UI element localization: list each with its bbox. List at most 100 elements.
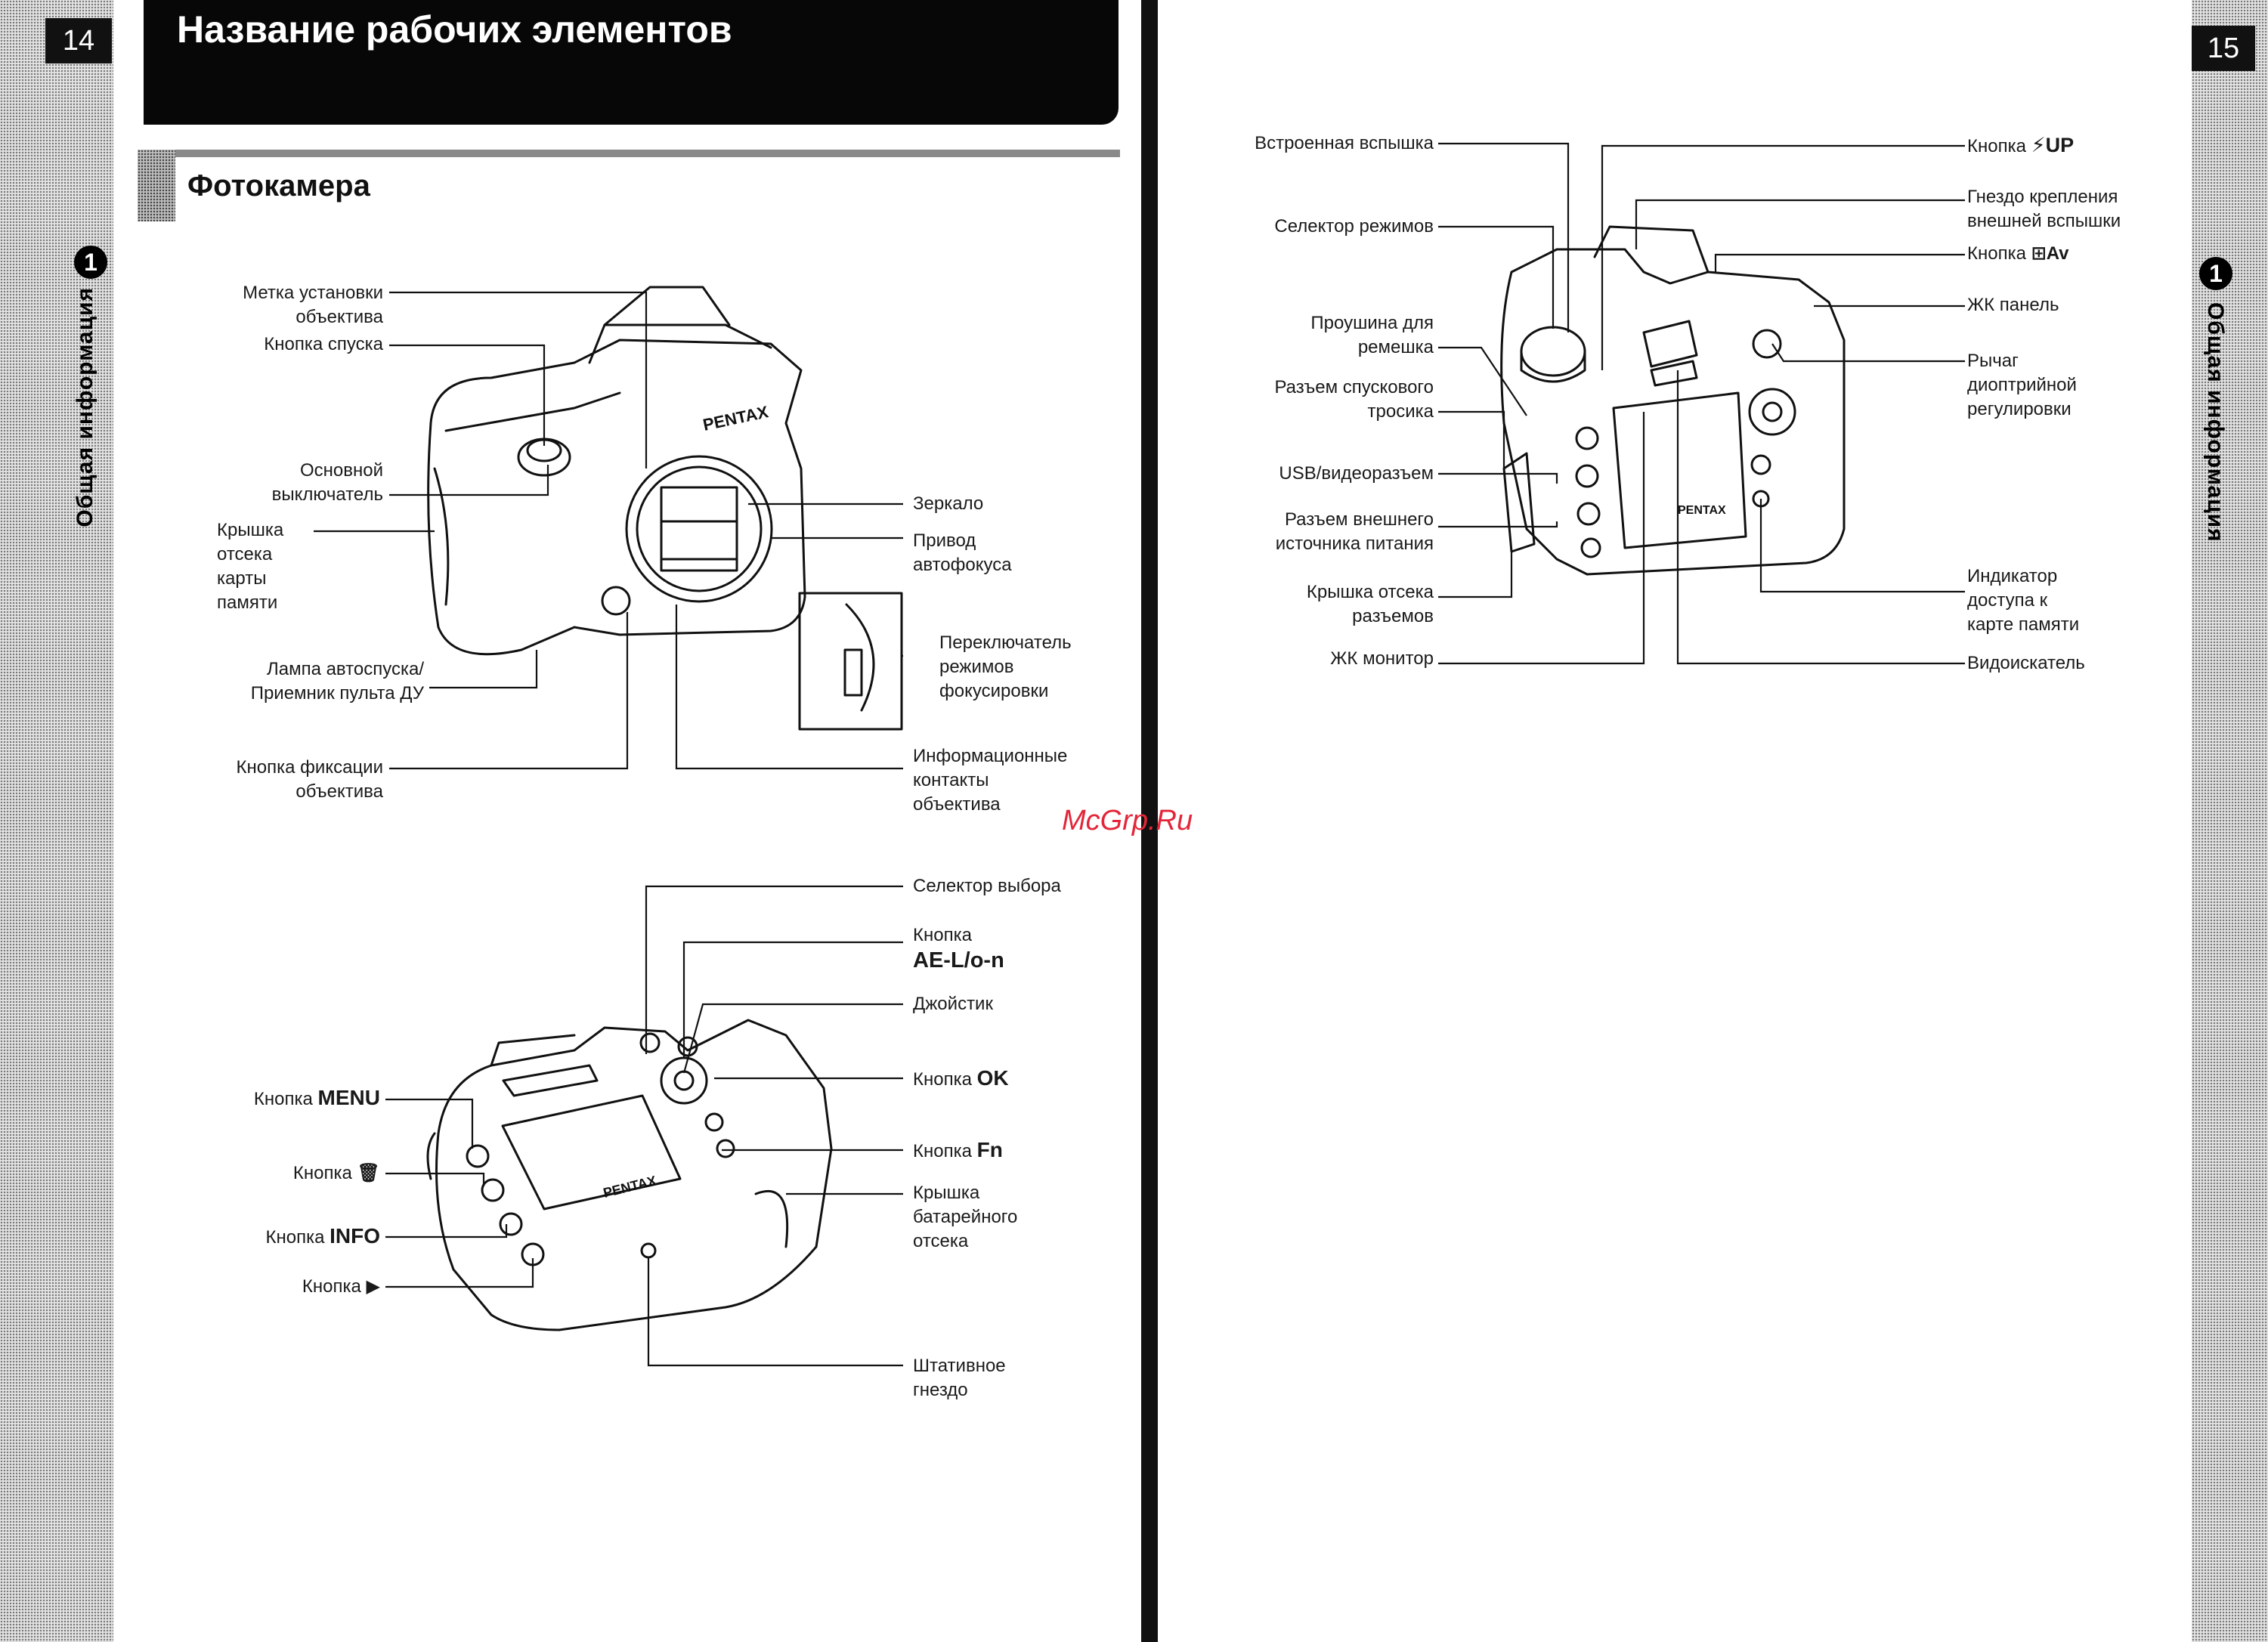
label-info-button: Кнопка INFO bbox=[265, 1224, 380, 1250]
label-line: Гнездо крепления bbox=[1967, 187, 2118, 207]
section-marker bbox=[138, 150, 175, 221]
label-prefix: Кнопка bbox=[913, 1141, 977, 1161]
label-usb-video: USB/видеоразъем bbox=[1279, 463, 1434, 484]
label-line: тросика bbox=[1367, 401, 1434, 422]
watermark: McGrp.Ru bbox=[1062, 805, 1193, 836]
label-line: внешней вспышки bbox=[1967, 211, 2121, 231]
label-lens-mount-index: Метка установки объектива bbox=[243, 281, 383, 329]
label-tripod-socket: Штативное гнездо bbox=[913, 1354, 1006, 1402]
label-line: выключатель bbox=[271, 484, 383, 505]
chapter-badge-left: 1 bbox=[74, 246, 107, 279]
focus-mode-inset bbox=[798, 592, 903, 731]
label-lcd-panel: ЖК панель bbox=[1967, 295, 2059, 315]
label-key: Fn bbox=[976, 1138, 1003, 1161]
label-fn-button: Кнопка Fn bbox=[913, 1138, 1003, 1164]
back-camera-drawing: PENTAX bbox=[426, 1019, 833, 1331]
label-ok-button: Кнопка OK bbox=[913, 1066, 1009, 1092]
label-terminal-cover: Крышка отсека разъемов bbox=[1307, 580, 1434, 629]
label-line: карте памяти bbox=[1967, 614, 2080, 635]
label-focus-mode-lever: Переключатель режимов фокусировки bbox=[939, 631, 1072, 703]
label-self-timer-lamp: Лампа автоспуска/ Приемник пульта ДУ bbox=[251, 657, 424, 706]
label-prefix: Кнопка bbox=[265, 1227, 330, 1248]
page-number-left: 14 bbox=[45, 18, 112, 63]
label-viewfinder: Видоискатель bbox=[1967, 653, 2085, 673]
label-line: Штативное bbox=[913, 1356, 1006, 1376]
label-af-coupler: Привод автофокуса bbox=[913, 529, 1012, 577]
label-key: OK bbox=[976, 1066, 1009, 1090]
label-line: диоптрийной bbox=[1967, 375, 2077, 395]
label-mode-dial: Селектор режимов bbox=[1274, 216, 1434, 237]
label-mirror: Зеркало bbox=[913, 493, 984, 514]
label-line: Лампа автоспуска/ bbox=[266, 659, 424, 679]
label-line: Приемник пульта ДУ bbox=[250, 683, 424, 703]
flash-icon: ⚡UP bbox=[2031, 134, 2075, 156]
label-line: Кнопка bbox=[913, 925, 972, 945]
label-line: Рычаг bbox=[1967, 351, 2019, 371]
label-command-dial: Селектор выбора bbox=[913, 876, 1061, 896]
label-line: Разъем спускового bbox=[1274, 377, 1434, 397]
label-card-cover: Крышка отсека карты памяти bbox=[217, 518, 283, 615]
playback-icon: ▶ bbox=[366, 1276, 380, 1297]
label-line: карты bbox=[217, 568, 267, 589]
label-diopter-lever: Рычаг диоптрийной регулировки bbox=[1967, 349, 2077, 422]
label-menu-button: Кнопка MENU bbox=[254, 1086, 380, 1112]
label-line: Индикатор bbox=[1967, 566, 2058, 586]
label-play-button: Кнопка ▶ bbox=[302, 1275, 380, 1299]
label-dc-input: Разъем внешнего источника питания bbox=[1276, 508, 1434, 556]
label-hot-shoe: Гнездо крепления внешней вспышки bbox=[1967, 185, 2121, 233]
label-prefix: Кнопка bbox=[913, 1069, 977, 1090]
label-line: гнездо bbox=[913, 1380, 968, 1400]
chapter-title-right: Общая информация bbox=[2203, 302, 2228, 543]
label-prefix: Кнопка bbox=[1967, 243, 2031, 264]
label-line: разъемов bbox=[1352, 606, 1434, 626]
section-title: Фотокамера bbox=[187, 169, 370, 203]
label-battery-cover: Крышка батарейного отсека bbox=[913, 1181, 1017, 1254]
label-line: ремешка bbox=[1357, 337, 1434, 357]
label-line: Метка установки bbox=[243, 283, 383, 303]
label-line: объектива bbox=[295, 781, 383, 802]
label-strap-lug: Проушина для ремешка bbox=[1310, 311, 1434, 360]
label-line: Информационные bbox=[913, 746, 1068, 766]
label-line: батарейного bbox=[913, 1207, 1018, 1227]
label-line: Переключатель bbox=[939, 632, 1072, 653]
label-cable-release: Разъем спускового тросика bbox=[1274, 376, 1434, 424]
label-prefix: Кнопка bbox=[302, 1276, 367, 1297]
label-line: объектива bbox=[295, 307, 383, 327]
label-av-button: Кнопка ⊞Av bbox=[1967, 242, 2069, 266]
section-rule bbox=[138, 150, 1120, 157]
svg-text:PENTAX: PENTAX bbox=[1678, 504, 1726, 517]
svg-text:PENTAX: PENTAX bbox=[701, 402, 770, 434]
label-shutter-release: Кнопка спуска bbox=[264, 334, 383, 354]
page-gutter bbox=[1141, 0, 1158, 1642]
label-line: Привод bbox=[913, 530, 976, 551]
label-key: MENU bbox=[317, 1086, 380, 1109]
label-line: памяти bbox=[217, 592, 278, 613]
label-joystick: Джойстик bbox=[913, 994, 993, 1014]
label-line: Крышка отсека bbox=[1306, 582, 1434, 602]
label-line: Основной bbox=[299, 460, 383, 481]
label-line: Разъем внешнего bbox=[1284, 509, 1434, 530]
page-number-right: 15 bbox=[2192, 26, 2255, 71]
label-line: источника питания bbox=[1275, 533, 1434, 554]
label-card-access-lamp: Индикатор доступа к карте памяти bbox=[1967, 564, 2079, 637]
label-line: Кнопка фиксации bbox=[236, 757, 383, 778]
label-line: доступа к bbox=[1967, 590, 2048, 611]
label-line: фокусировки bbox=[939, 681, 1049, 701]
label-key: INFO bbox=[330, 1224, 380, 1248]
label-line: регулировки bbox=[1967, 399, 2072, 419]
label-prefix: Кнопка bbox=[292, 1163, 357, 1183]
front-camera-drawing: PENTAX bbox=[427, 286, 806, 656]
label-line: отсека bbox=[217, 544, 273, 564]
label-line: отсека bbox=[913, 1231, 969, 1251]
page-title: Название рабочих элементов bbox=[177, 8, 732, 51]
label-line: AE-L/o-n bbox=[913, 948, 1004, 973]
label-lens-contacts: Информационные контакты объектива bbox=[913, 744, 1067, 817]
label-builtin-flash: Встроенная вспышка bbox=[1255, 133, 1434, 153]
label-line: объектива bbox=[913, 794, 1001, 815]
label-prefix: Кнопка bbox=[253, 1089, 318, 1109]
label-line: Крышка bbox=[913, 1183, 980, 1203]
chapter-badge-right: 1 bbox=[2199, 257, 2232, 290]
label-line: Проушина для bbox=[1310, 313, 1434, 333]
label-main-switch: Основной выключатель bbox=[272, 459, 383, 507]
